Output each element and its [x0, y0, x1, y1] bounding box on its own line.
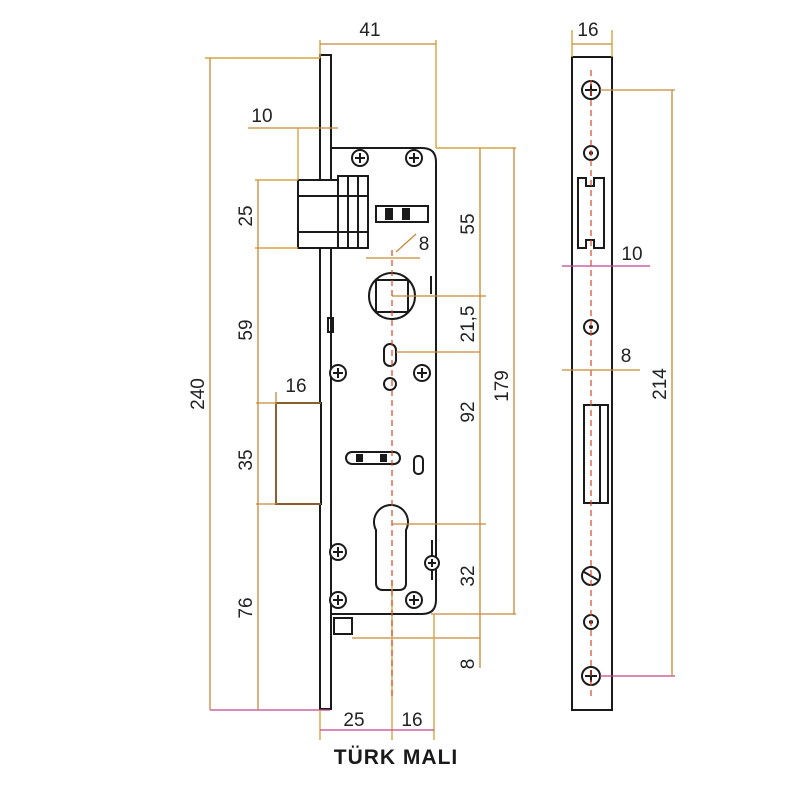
phillips-screw-icon — [351, 149, 369, 167]
dim-cylinder-to-bottom: 32 — [458, 565, 479, 586]
strike-latch-opening — [577, 177, 605, 249]
dim-backset-total: 179 — [492, 370, 513, 402]
lock-body-screws — [329, 149, 440, 609]
strike-plate-labels: 16 214 10 8 — [577, 20, 671, 400]
body-hole — [383, 377, 397, 391]
strike-plate-dimension-lines — [562, 30, 675, 677]
dim-latch-height: 25 — [236, 205, 257, 226]
origin-label: TÜRK MALI — [334, 746, 458, 769]
euro-cylinder-icon — [373, 504, 409, 591]
dim-spindle-to-cylinder: 92 — [458, 401, 479, 422]
strike-plate — [571, 56, 613, 711]
body-slot — [383, 343, 397, 367]
strike-plate-outline — [571, 56, 613, 711]
dim-backset: 25 — [343, 710, 364, 731]
dim-latch-to-spindle: 55 — [458, 213, 479, 234]
phillips-screw-icon — [329, 591, 347, 609]
dim-bottom-offset: 76 — [236, 597, 257, 618]
lock-body-labels: 41 10 25 59 240 16 35 76 55 8 21,5 92 17… — [188, 20, 513, 731]
dim-spindle-square: 8 — [419, 234, 430, 255]
phillips-screw-icon — [405, 149, 423, 167]
dim-spindle-offset: 21,5 — [458, 306, 479, 343]
dim-strike-width: 16 — [577, 20, 598, 41]
latch-guide-slot — [375, 205, 429, 223]
dim-faceplate-to-center: 16 — [401, 710, 422, 731]
phillips-screw-icon — [405, 591, 423, 609]
phillips-screw-icon — [329, 543, 347, 561]
lock-body-dimension-lines — [205, 40, 516, 740]
phillips-screw-icon — [329, 364, 347, 382]
dim-latch-depth: 10 — [251, 106, 272, 127]
dim-overall-height: 240 — [188, 378, 209, 410]
dim-width-top: 41 — [359, 20, 380, 41]
bottom-notch — [333, 617, 353, 635]
auxiliary-slot — [345, 451, 401, 465]
lock-faceplate — [319, 54, 332, 710]
dim-strike-bolt-slot: 8 — [621, 346, 632, 367]
lock-case — [330, 147, 437, 615]
phillips-screw-icon — [413, 364, 431, 382]
dim-latch-to-bolt: 59 — [236, 319, 257, 340]
deadbolt — [275, 402, 322, 505]
dim-strike-latch-slot: 10 — [621, 244, 642, 265]
latch-bolt — [297, 175, 369, 249]
dim-bottom-gap: 8 — [458, 659, 479, 670]
edge-tab — [327, 317, 334, 333]
phillips-screw-icon — [424, 555, 440, 571]
dim-deadbolt-depth: 16 — [285, 376, 306, 397]
dim-deadbolt-height: 35 — [236, 449, 257, 470]
small-slot — [413, 455, 424, 475]
dim-strike-hole-spacing: 214 — [650, 368, 671, 400]
strike-bolt-opening — [583, 404, 609, 504]
